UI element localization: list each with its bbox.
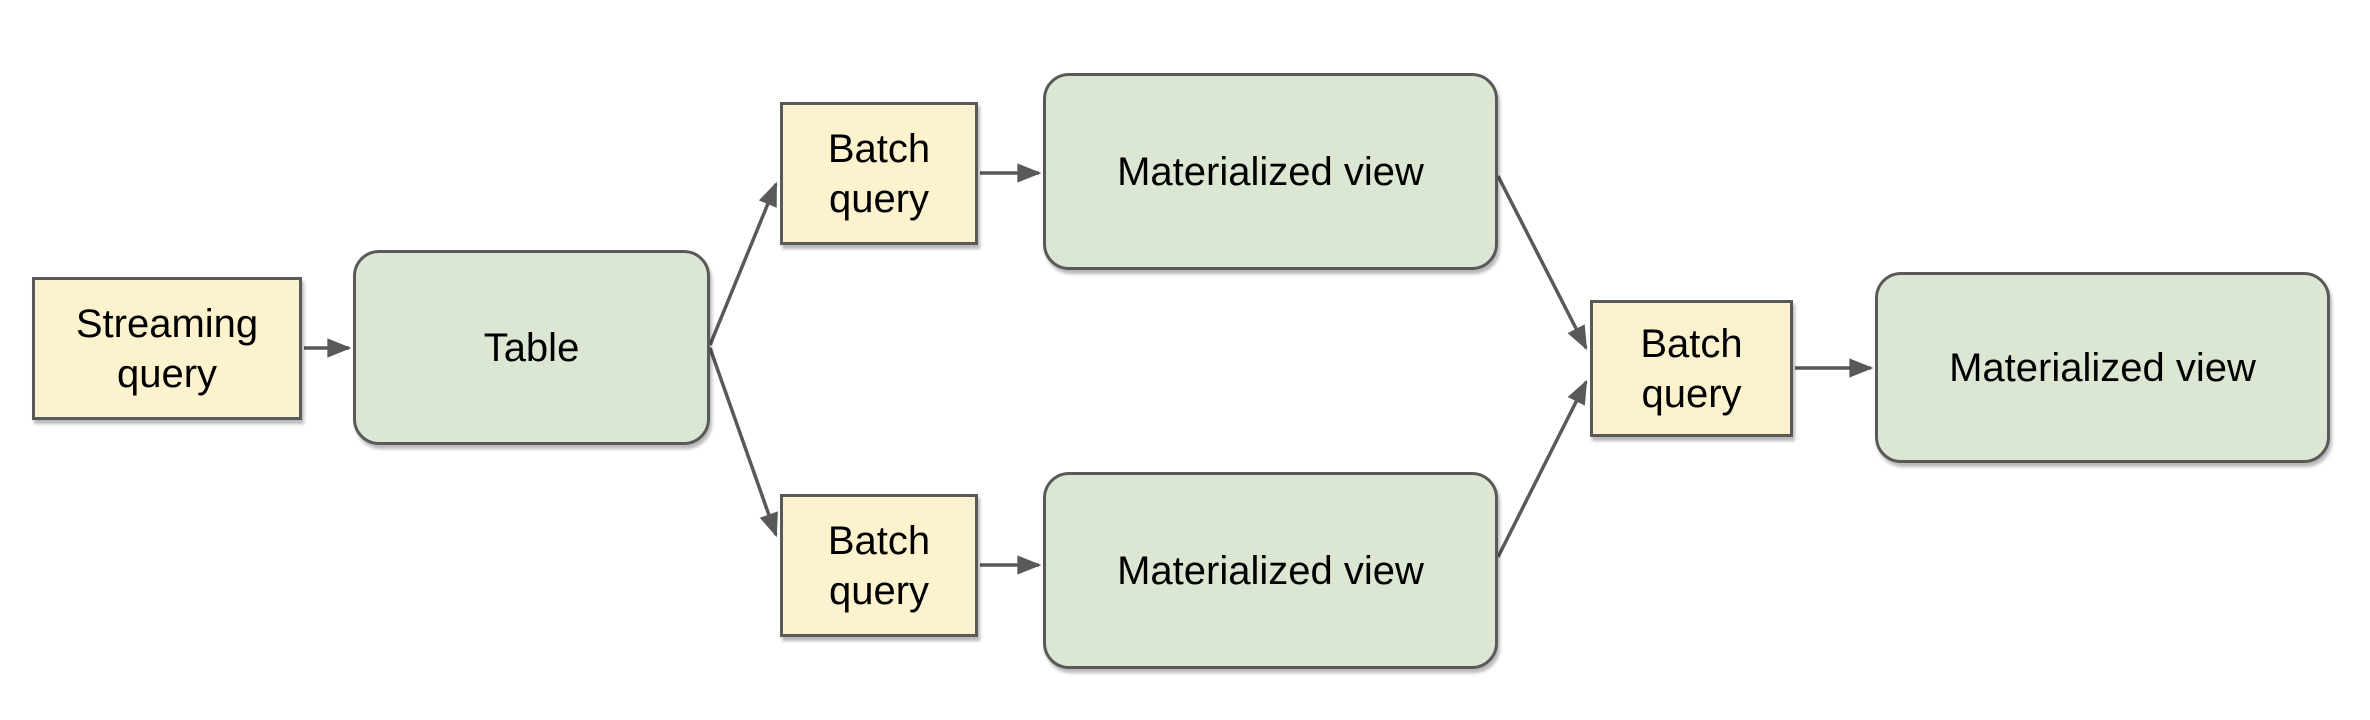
node-materialized-view-final-label: Materialized view (1949, 345, 2256, 390)
node-materialized-view-bottom-label: Materialized view (1117, 548, 1424, 593)
node-table: Table (353, 250, 710, 445)
node-batch-query-top-label: Batch query (827, 126, 931, 221)
node-batch-query-final-label: Batch query (1640, 321, 1743, 416)
node-batch-query-final: Batch query (1590, 300, 1793, 437)
node-table-label: Table (483, 325, 580, 370)
edge-mat-view-bottom-to-batch-query-final (1496, 379, 1588, 558)
edge-mat-view-top-to-batch-query-final (1496, 175, 1588, 351)
node-materialized-view-bottom: Materialized view (1043, 472, 1498, 669)
node-batch-query-bottom: Batch query (780, 494, 978, 637)
node-batch-query-top: Batch query (780, 102, 978, 245)
node-streaming-query-label: Streaming query (75, 301, 259, 396)
node-materialized-view-final: Materialized view (1875, 272, 2330, 463)
node-materialized-view-top: Materialized view (1043, 73, 1498, 270)
node-materialized-view-top-label: Materialized view (1117, 149, 1424, 194)
edge-table-to-batch-query-bottom (708, 347, 778, 538)
node-streaming-query: Streaming query (32, 277, 302, 420)
edge-table-to-batch-query-top (708, 181, 778, 346)
node-batch-query-bottom-label: Batch query (827, 518, 931, 613)
